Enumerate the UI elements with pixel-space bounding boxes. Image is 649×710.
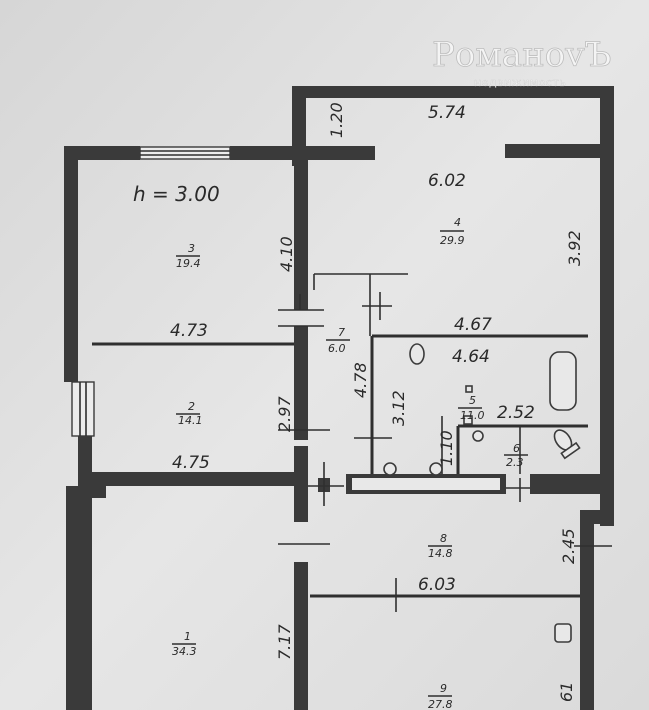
room-number: 8 bbox=[440, 532, 447, 545]
watermark-logo: РоманovЪ недвижимость bbox=[432, 35, 612, 90]
wall-partition-lower bbox=[294, 446, 308, 522]
room-label-2: 2 14.1 bbox=[176, 400, 203, 427]
vent-icon bbox=[465, 385, 473, 393]
small-sink-icon bbox=[472, 430, 484, 442]
room-number: 3 bbox=[188, 242, 195, 255]
wall-corner-room-1 bbox=[66, 486, 106, 498]
room-number: 1 bbox=[184, 630, 191, 643]
wall-right-lower bbox=[580, 520, 594, 710]
dimension-label: 4.10 bbox=[277, 236, 296, 272]
bathtub-icon bbox=[549, 351, 577, 411]
drain-icon bbox=[429, 462, 443, 476]
room-label-8: 8 14.8 bbox=[428, 532, 453, 560]
labels: h = 3.00 3 19.4 4 29.9 7 6.0 2 14.1 5 11… bbox=[133, 102, 584, 710]
drain-icon bbox=[383, 462, 397, 476]
wall-top-room-3-left bbox=[64, 146, 140, 160]
room-area: 11.0 bbox=[460, 409, 485, 422]
window-left bbox=[71, 381, 95, 437]
walls bbox=[64, 86, 614, 710]
dimension-label: 4.78 bbox=[351, 362, 370, 398]
wall-top-room-4 bbox=[292, 86, 614, 98]
dimension-label: 6.03 bbox=[418, 575, 456, 595]
room-area: 29.9 bbox=[440, 234, 465, 247]
dimension-label: 4.73 bbox=[170, 321, 208, 341]
room-number: 6 bbox=[513, 442, 520, 455]
dimension-label: 2.52 bbox=[497, 403, 535, 423]
room-label-7: 7 6.0 bbox=[326, 326, 350, 355]
dimension-label: 4.75 bbox=[172, 453, 210, 473]
wall-corridor-bottom-inner bbox=[352, 478, 500, 490]
room-area: 19.4 bbox=[176, 257, 201, 270]
room-number: 4 bbox=[454, 216, 461, 229]
toilet-icon bbox=[553, 429, 581, 460]
room-area: 27.8 bbox=[428, 698, 453, 710]
ceiling-height-label: h = 3.00 bbox=[133, 182, 220, 206]
wall-stub-room-4 bbox=[505, 144, 605, 158]
wall-left-upper bbox=[64, 146, 78, 382]
room-number: 2 bbox=[188, 400, 195, 413]
wall-partition-room-1 bbox=[294, 562, 308, 710]
room-label-5: 5 11.0 bbox=[458, 394, 485, 422]
dimension-label: 3.92 bbox=[565, 230, 584, 266]
wall-right-upper bbox=[600, 86, 614, 526]
dimension-label: 1.20 bbox=[327, 102, 346, 138]
room-9-sink-icon bbox=[554, 623, 572, 643]
wall-left-middle bbox=[78, 436, 92, 476]
dimension-label: 6.02 bbox=[428, 171, 466, 191]
room-label-9: 9 27.8 bbox=[428, 682, 453, 710]
dimension-label: 1.10 bbox=[437, 430, 456, 466]
room-area: 14.8 bbox=[428, 547, 453, 560]
room-area: 34.3 bbox=[172, 645, 197, 658]
room-label-1: 1 34.3 bbox=[172, 630, 197, 658]
room-label-3: 3 19.4 bbox=[176, 242, 201, 270]
wall-top-room-3-right bbox=[230, 146, 375, 160]
dimension-label: 61 bbox=[557, 682, 576, 702]
room-number: 5 bbox=[469, 394, 476, 407]
room-number: 9 bbox=[440, 682, 447, 695]
room-label-6: 6 2.3 bbox=[504, 442, 528, 469]
watermark-brand: РоманovЪ bbox=[432, 35, 611, 75]
room-area: 6.0 bbox=[328, 342, 346, 355]
fixtures bbox=[383, 343, 581, 643]
dimension-label: 4.64 bbox=[452, 347, 490, 367]
room-label-4: 4 29.9 bbox=[440, 216, 465, 247]
room-area: 2.3 bbox=[506, 456, 524, 469]
wall-partition-upper bbox=[294, 160, 308, 310]
dimension-label: 3.12 bbox=[389, 390, 408, 426]
partitions bbox=[92, 273, 588, 598]
wall-partition-middle bbox=[294, 326, 308, 440]
dimension-label: 4.67 bbox=[454, 315, 492, 335]
sink-icon bbox=[409, 343, 425, 365]
window-room-3 bbox=[139, 146, 231, 160]
dimension-label: 7.17 bbox=[275, 624, 294, 660]
dimension-label: 2.45 bbox=[559, 528, 578, 564]
opening-ticks bbox=[278, 292, 612, 612]
dimension-label: 2.97 bbox=[275, 396, 294, 432]
watermark-subtitle: недвижимость bbox=[474, 76, 566, 89]
wall-left-room-1 bbox=[66, 486, 92, 710]
room-number: 7 bbox=[338, 326, 345, 339]
room-area: 14.1 bbox=[178, 414, 203, 427]
wall-bottom-room-2 bbox=[78, 472, 304, 486]
dimension-label: 5.74 bbox=[428, 103, 466, 123]
wall-bath-bottom bbox=[530, 474, 605, 494]
vent-icon bbox=[463, 415, 473, 425]
wall-right-step bbox=[580, 510, 614, 524]
